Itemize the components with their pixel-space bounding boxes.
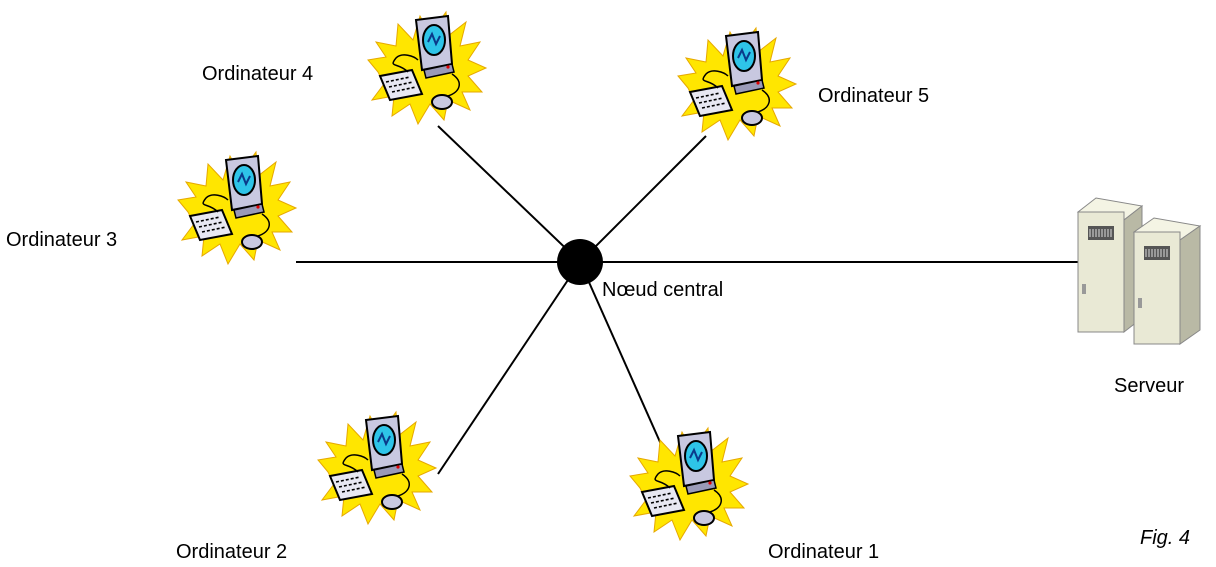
computer-icon-ordinateur-5 xyxy=(677,27,797,141)
link-ordinateur-5 xyxy=(579,135,707,263)
computer-icon-ordinateur-2 xyxy=(317,411,437,525)
server-icon xyxy=(1076,197,1202,345)
label-ordinateur-2: Ordinateur 2 xyxy=(176,541,288,563)
label-ordinateur-3: Ordinateur 3 xyxy=(6,229,118,251)
computer-icon-ordinateur-3 xyxy=(177,151,297,265)
computer-icon-ordinateur-4 xyxy=(367,11,487,125)
network-links xyxy=(296,125,1078,475)
figure-caption: Fig. 4 xyxy=(1140,527,1191,549)
label-ordinateur-1: Ordinateur 1 xyxy=(768,541,880,563)
central-node xyxy=(557,239,603,285)
link-ordinateur-2 xyxy=(437,261,581,475)
label-central-node: Nœud central xyxy=(602,279,724,301)
label-ordinateur-4: Ordinateur 4 xyxy=(202,63,314,85)
computer-icon-ordinateur-1 xyxy=(629,427,749,541)
link-ordinateur-4 xyxy=(437,125,581,263)
label-serveur: Serveur xyxy=(1114,375,1185,397)
label-ordinateur-5: Ordinateur 5 xyxy=(818,85,930,107)
link-ordinateur-1 xyxy=(579,261,669,461)
